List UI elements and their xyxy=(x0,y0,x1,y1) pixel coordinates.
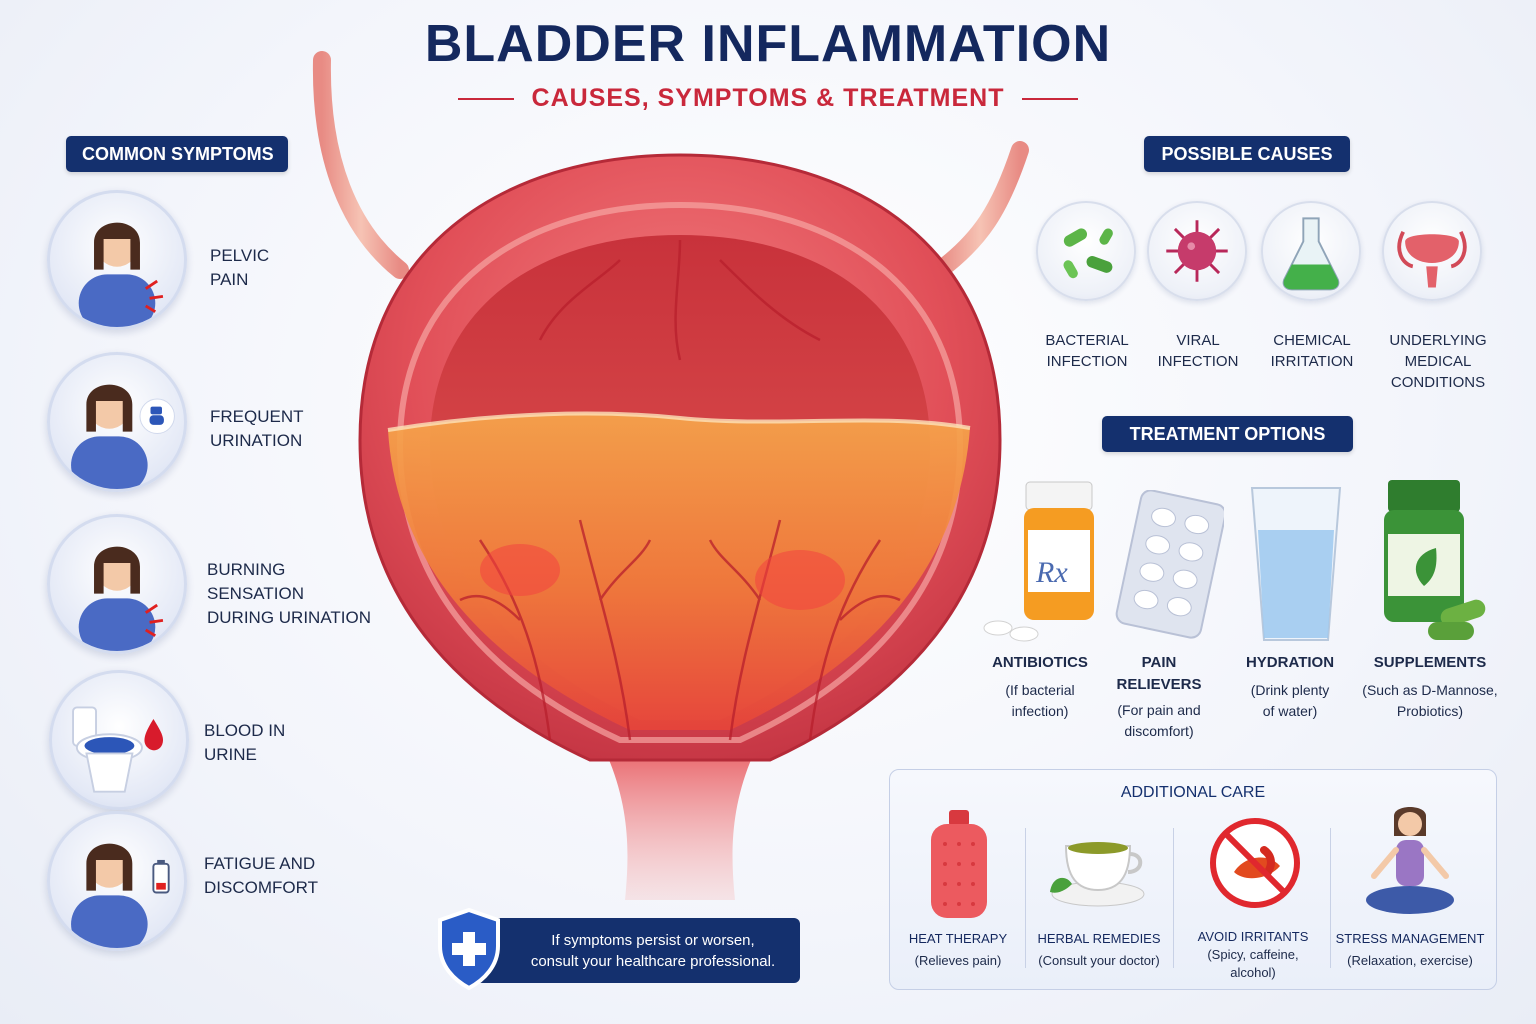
care-stress-management: STRESS MANAGEMENT (Relaxation, exercise) xyxy=(1335,931,1485,968)
fatigue-icon xyxy=(47,811,187,951)
burning-sensation-icon xyxy=(47,514,187,654)
urethra xyxy=(600,740,760,900)
subtitle-row: CAUSES, SYMPTOMS & TREATMENT xyxy=(0,84,1536,113)
care-heat-therapy: HEAT THERAPY (Relieves pain) xyxy=(908,931,1008,968)
shield-cross-icon xyxy=(438,907,500,991)
blister-pack-icon xyxy=(1115,490,1224,639)
blood-in-urine-icon xyxy=(49,670,189,810)
care-divider xyxy=(1330,828,1331,968)
herbal-tea-icon xyxy=(1050,842,1145,907)
additional-care-heading: ADDITIONAL CARE xyxy=(1120,784,1266,801)
virus-icon xyxy=(1147,201,1247,301)
avoid-irritants-icon xyxy=(1210,818,1300,908)
right-ureter xyxy=(931,141,1029,279)
subtitle-rule-left xyxy=(457,97,514,100)
care-divider xyxy=(1025,828,1026,968)
meditation-icon xyxy=(1366,807,1454,914)
bladder-illustration xyxy=(312,51,1029,900)
bacteria-icon xyxy=(1036,201,1136,301)
water-glass-icon xyxy=(1250,487,1342,641)
symptoms-heading: COMMON SYMPTOMS xyxy=(66,136,288,172)
additional-care-panel xyxy=(889,769,1497,990)
treatment-heading: TREATMENT OPTIONS xyxy=(1102,416,1353,452)
left-ureter xyxy=(312,51,409,279)
care-divider xyxy=(1173,828,1174,968)
bladder-icon xyxy=(1382,201,1482,301)
subtitle-rule-right xyxy=(1022,97,1079,100)
treatment-hydration: HYDRATION (Drink plenty of water) xyxy=(1245,654,1335,719)
page-subtitle: CAUSES, SYMPTOMS & TREATMENT xyxy=(531,84,1005,112)
consult-notice: If symptoms persist or worsen, consult y… xyxy=(470,918,800,983)
pill-bottle-icon: Rx xyxy=(983,481,1094,642)
hot-water-bottle-icon xyxy=(931,810,987,918)
treatment-antibiotics: ANTIBIOTICS (If bacterial infection) xyxy=(992,654,1088,719)
treatment-supplements: SUPPLEMENTS (Such as D-Mannose, Probioti… xyxy=(1362,654,1498,719)
treatment-pain-relievers: PAIN RELIEVERS (For pain and discomfort) xyxy=(1116,654,1202,739)
care-herbal-remedies: HERBAL REMEDIES (Consult your doctor) xyxy=(1037,931,1161,968)
page-title: BLADDER INFLAMMATION xyxy=(424,15,1112,73)
urine-fill xyxy=(388,413,970,730)
rx-label: Rx xyxy=(1035,556,1068,589)
causes-heading: POSSIBLE CAUSES xyxy=(1144,136,1350,172)
vein-network xyxy=(459,239,901,741)
flask-icon xyxy=(1261,201,1361,301)
frequent-urination-icon xyxy=(47,352,187,492)
supplement-bottle-icon xyxy=(1384,480,1486,640)
pelvic-pain-icon xyxy=(47,190,187,330)
care-avoid-irritants: AVOID IRRITANTS (Spicy, caffeine, alcoho… xyxy=(1197,929,1309,980)
